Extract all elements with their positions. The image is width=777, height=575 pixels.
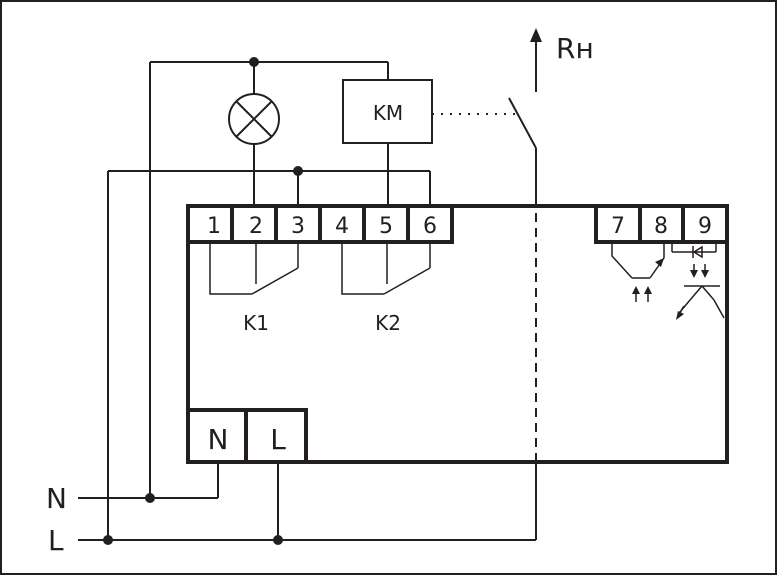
relay-k2-label: K2 (375, 311, 401, 335)
transistor-output-symbol (611, 242, 665, 302)
relay-k1-contacts (209, 242, 299, 295)
terminal-4-label: 4 (335, 214, 349, 239)
terminal-3-label: 3 (291, 214, 305, 239)
relay-k2-contacts (341, 242, 431, 295)
device-body (186, 204, 729, 464)
lamp-icon (228, 93, 280, 145)
terminal-2-label: 2 (249, 214, 263, 239)
terminal-block-bottom: N L (186, 408, 308, 464)
terminal-8-label: 8 (654, 214, 668, 239)
junction-dots (103, 57, 303, 545)
terminal-5-label: 5 (379, 214, 393, 239)
terminal-1-label: 1 (207, 214, 221, 239)
terminal-block-right: 7 8 9 (594, 204, 729, 244)
terminal-block-top: 1 2 3 4 5 6 (186, 204, 454, 244)
terminal-9-label: 9 (698, 214, 712, 239)
terminal-l-label: L (270, 423, 286, 456)
terminal-6-label: 6 (423, 214, 437, 239)
contactor-label: KM (373, 101, 403, 125)
terminal-n-label: N (208, 423, 229, 456)
neutral-line-label: N (46, 482, 67, 515)
live-line-label: L (48, 524, 64, 557)
wiring (78, 28, 542, 541)
terminal-7-label: 7 (611, 214, 625, 239)
relay-k1-label: K1 (243, 311, 269, 335)
triac-output-symbol (671, 242, 725, 320)
load-label: Rн (556, 32, 594, 65)
